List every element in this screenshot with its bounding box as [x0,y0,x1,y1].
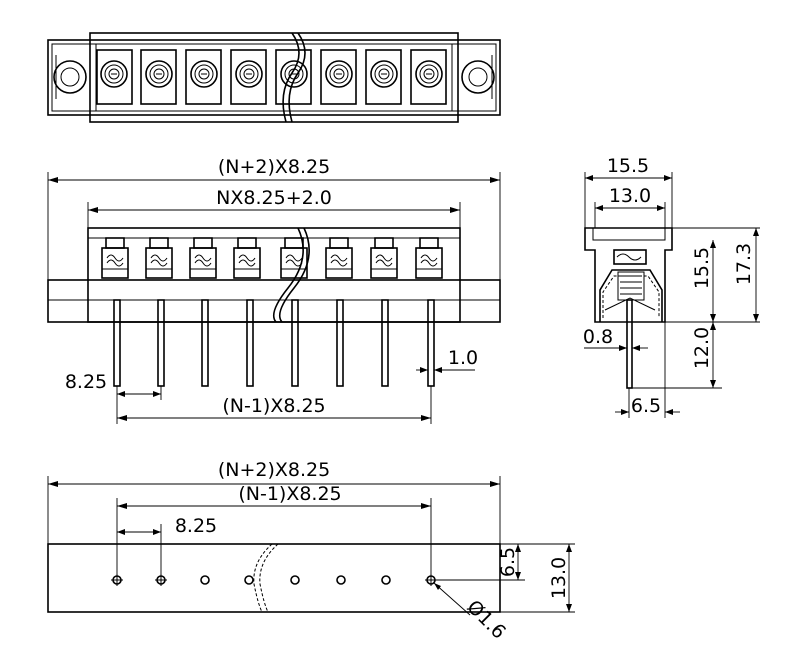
pcb-pitch-label: 8.25 [175,515,217,537]
side-pin-position-label: 6.5 [631,395,661,417]
pcb-holes [111,574,437,586]
side-pin-length-label: 12.0 [691,327,713,369]
front-cells [101,237,443,279]
front-pins [113,299,435,387]
front-pitch-label: 8.25 [65,371,107,393]
pcb-hole-diameter-label: Ø1.6 [462,596,509,643]
side-pin-offset-label: 0.8 [583,326,613,348]
side-width-outer-label: 15.5 [607,155,649,177]
top-cells [96,49,447,105]
side-width-inner-label: 13.0 [609,185,651,207]
top-view [47,32,501,123]
pcb-row-offset-label: 6.5 [497,547,519,577]
front-overall-dim-label: (N+2)X8.25 [218,156,330,178]
front-pin-span-label: (N-1)X8.25 [222,395,325,417]
side-height-upper-label: 15.5 [691,247,713,289]
front-view: (N+2)X8.25 NX8.25+2.0 8.25 1.0 (N-1)X8.2… [47,156,501,424]
pcb-depth-label: 13.0 [548,557,570,599]
pcb-view: (N+2)X8.25 (N-1)X8.25 8.25 6.5 13.0 Ø1.6 [47,459,575,643]
side-height-total-label: 17.3 [733,243,755,285]
front-inner-dim-label: NX8.25+2.0 [216,187,332,209]
pcb-overall-dim-label: (N+2)X8.25 [218,459,330,481]
front-pin-width-label: 1.0 [448,347,478,369]
pcb-pin-span-label: (N-1)X8.25 [238,483,341,505]
side-view: 15.5 13.0 15.5 17.3 12.0 0.8 [583,155,760,418]
